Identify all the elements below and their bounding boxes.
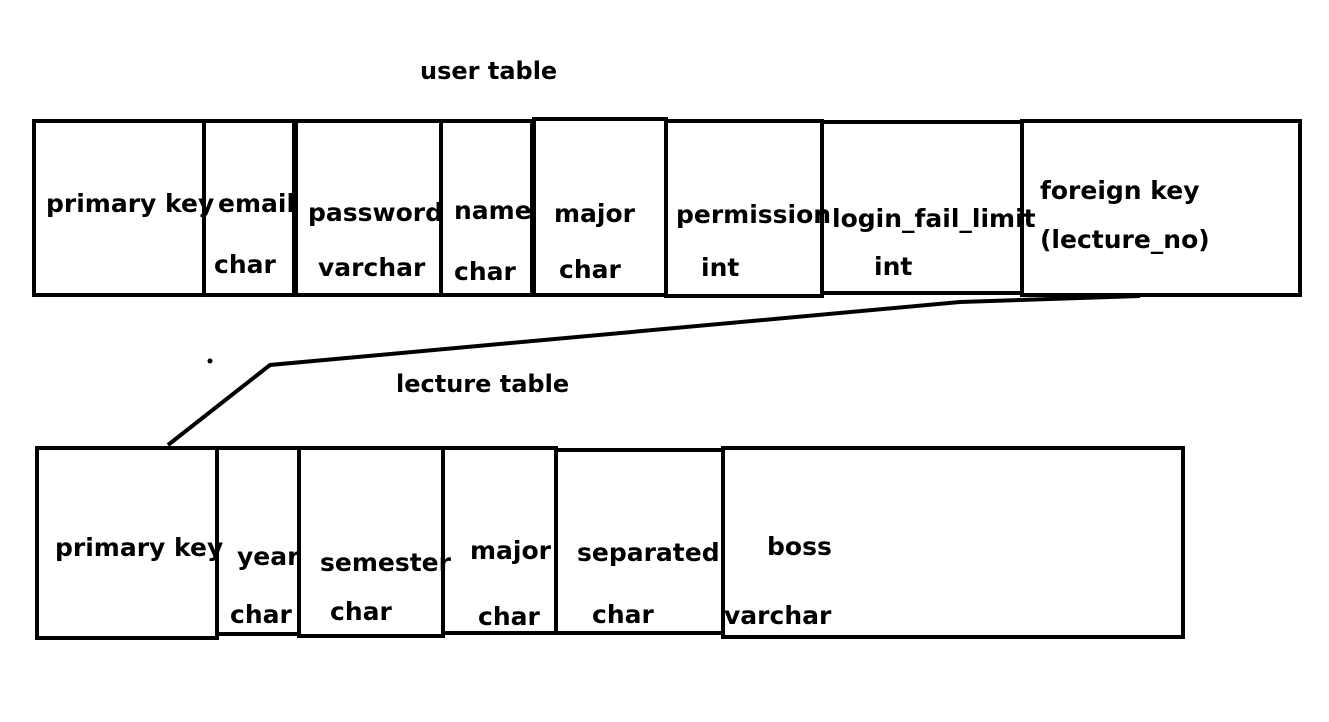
user-col-foreign-key-ref: (lecture_no) bbox=[1040, 225, 1210, 254]
user-col-major-type: char bbox=[559, 255, 621, 284]
lecture-col-boss-type: varchar bbox=[724, 601, 832, 630]
lecture-col-year-type: char bbox=[230, 600, 292, 629]
relationship-connector bbox=[166, 294, 1141, 447]
lecture-cell-boss bbox=[721, 446, 1185, 639]
lecture-col-major-type: char bbox=[478, 602, 540, 631]
user-col-name-type: char bbox=[454, 257, 516, 286]
user-col-password-type: varchar bbox=[318, 253, 426, 282]
user-col-major-name: major bbox=[554, 199, 635, 228]
lecture-col-semester-name: semester bbox=[320, 548, 451, 577]
user-col-name-name: name bbox=[454, 196, 532, 225]
lecture-col-separated-type: char bbox=[592, 600, 654, 629]
user-col-login-fail-limit-name: login_fail_limit bbox=[832, 204, 1036, 233]
user-col-password-name: password bbox=[308, 198, 444, 227]
lecture-col-separated-name: separated bbox=[577, 538, 720, 567]
user-col-permission-name: permission bbox=[676, 200, 832, 229]
lecture-col-boss-name: boss bbox=[767, 532, 832, 561]
user-col-email-type: char bbox=[214, 250, 276, 279]
lecture-col-year-name: year bbox=[237, 542, 300, 571]
user-table-title: user table bbox=[420, 57, 558, 85]
user-col-login-fail-limit-type: int bbox=[874, 252, 913, 281]
lecture-col-semester-type: char bbox=[330, 597, 392, 626]
stray-dot bbox=[207, 358, 213, 364]
lecture-col-primary-key-name: primary key bbox=[55, 533, 224, 562]
lecture-col-major-name: major bbox=[470, 536, 551, 565]
user-cell-foreign-key bbox=[1020, 119, 1302, 297]
user-col-email-name: email bbox=[218, 189, 296, 218]
lecture-table-title: lecture table bbox=[396, 370, 570, 398]
user-col-permission-type: int bbox=[701, 253, 740, 282]
user-col-foreign-key-name: foreign key bbox=[1040, 176, 1200, 205]
user-col-primary-key-name: primary key bbox=[46, 189, 215, 218]
